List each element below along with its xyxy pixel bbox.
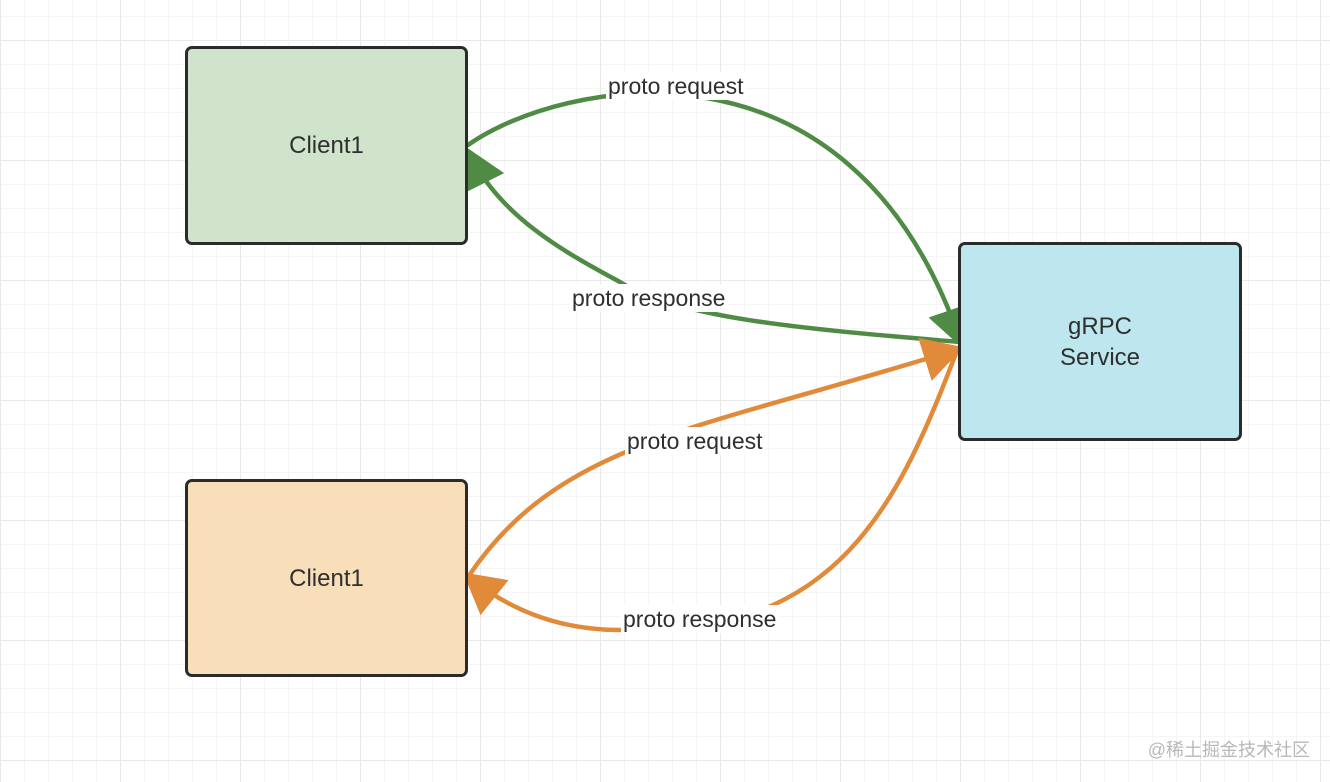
client1-bottom-label: Client1	[289, 564, 364, 592]
client1-bottom-box: Client1	[185, 479, 468, 677]
grpc-service-label: gRPC Service	[1059, 312, 1141, 371]
client1-top-box: Client1	[185, 46, 468, 245]
edge-label-bottom-request: proto request	[625, 427, 765, 455]
edge-label-top-response: proto response	[570, 284, 728, 312]
edge-bottom-response	[462, 345, 961, 633]
edge-top-response	[463, 146, 963, 345]
edge-bottom-request	[465, 337, 964, 580]
edge-label-bottom-response: proto response	[621, 605, 779, 633]
edge-label-top-request: proto request	[606, 72, 746, 100]
watermark: @稀土掘金技术社区	[1147, 740, 1310, 760]
client1-top-label: Client1	[289, 132, 364, 159]
grpc-service-box: gRPC Service	[958, 242, 1242, 441]
